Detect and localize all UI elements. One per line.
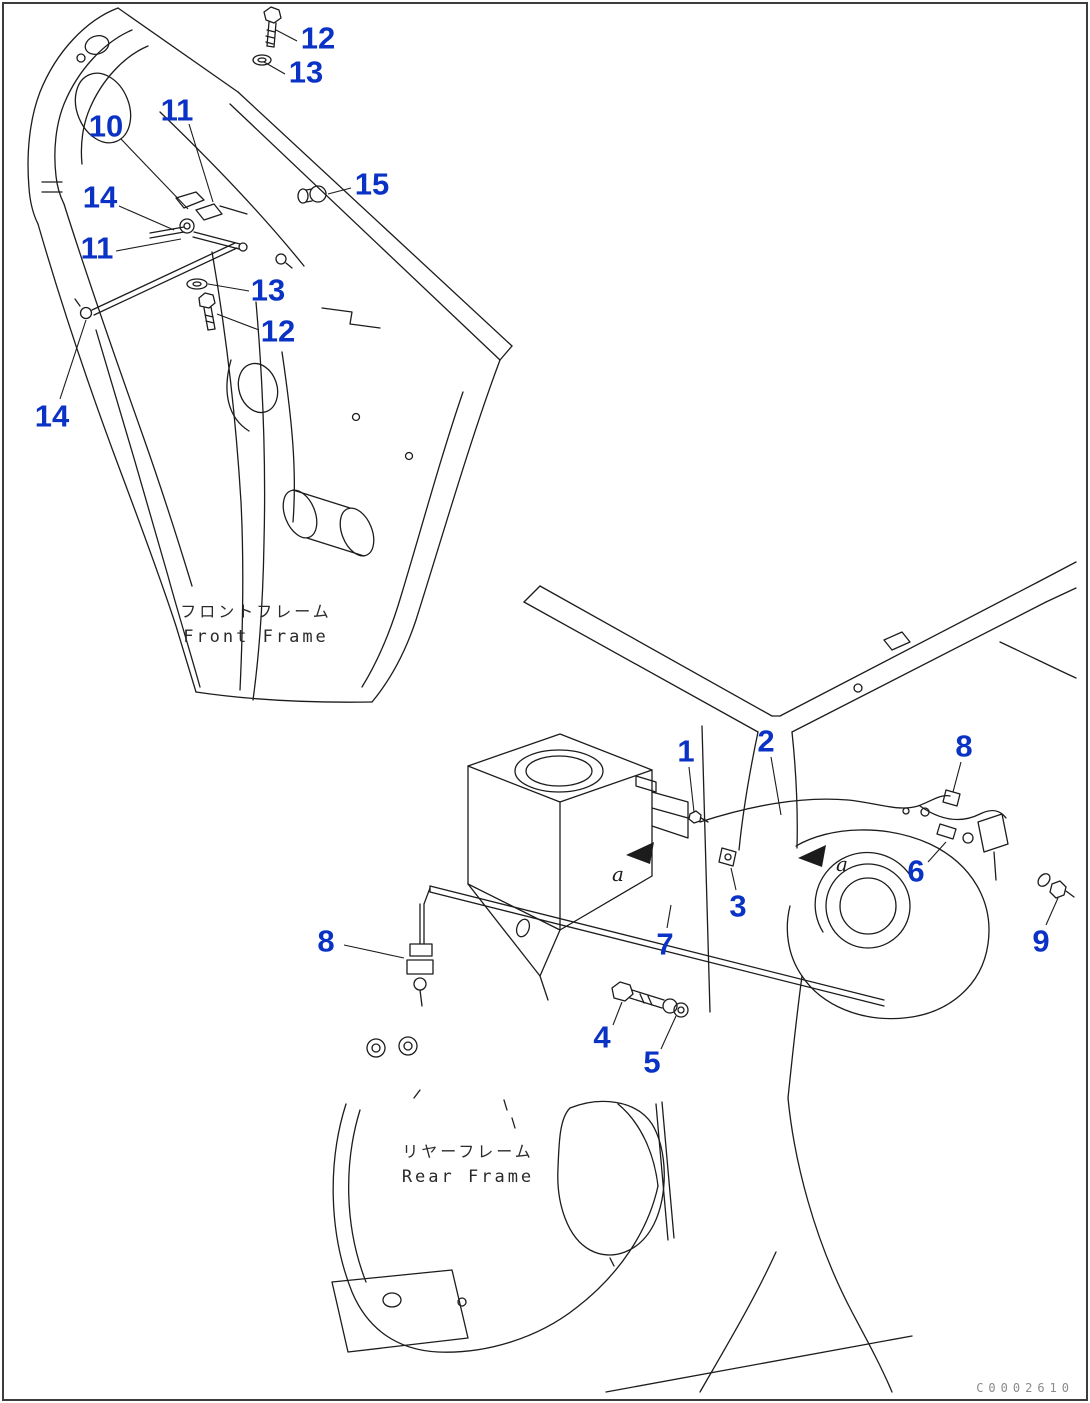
callout-12: 12 [300,20,336,56]
leader-line-14 [118,205,175,231]
callout-11: 11 [80,230,114,266]
rear-frame-drawing [331,561,1077,1393]
view-arrow-icon [798,845,826,867]
callout-7: 7 [656,926,674,962]
callout-14: 14 [82,179,118,215]
leader-line-2 [770,756,782,816]
view-arrow-icon [626,842,654,864]
leader-line-11 [188,123,214,203]
leader-lines [59,29,1059,1050]
callout-12: 12 [260,313,296,349]
rear-frame-label-jp: リヤーフレーム [402,1142,534,1161]
front-frame-label: フロントフレーム Front Frame [180,598,332,647]
leader-line-7 [666,904,672,929]
rear-frame-label-en: Rear Frame [401,1167,535,1187]
leader-line-12 [275,29,298,42]
leader-line-8 [952,761,962,793]
callout-11: 11 [160,92,194,128]
leader-line-10 [120,138,189,210]
leader-line-6 [927,841,947,863]
leader-line-4 [612,1001,623,1026]
callout-13: 13 [250,272,286,308]
callout-5: 5 [643,1044,661,1080]
callout-10: 10 [88,108,124,144]
callout-4: 4 [593,1019,611,1055]
leader-line-9 [1045,897,1059,926]
leader-line-12 [216,313,260,331]
leader-line-14 [59,319,87,400]
callout-8: 8 [317,923,335,959]
view-letter-a: a [836,852,848,876]
callout-3: 3 [729,888,747,924]
drawing-code: C0002610 [976,1381,1074,1395]
callout-13: 13 [288,54,324,90]
view-letter-a: a [612,862,624,886]
callout-1: 1 [677,733,695,769]
callout-14: 14 [34,398,70,434]
callout-6: 6 [907,853,925,889]
leader-line-5 [660,1015,677,1050]
front-frame-label-jp: フロントフレーム [180,602,332,621]
callout-2: 2 [757,723,775,759]
callout-8: 8 [955,728,973,764]
front-frame-label-en: Front Frame [183,627,329,647]
front-frame-drawing [27,6,513,703]
leader-line-13 [207,283,250,292]
rear-frame-label: リヤーフレーム Rear Frame [402,1138,534,1187]
leader-line-15 [327,187,352,195]
leader-line-8 [343,944,405,959]
leader-line-11 [115,238,182,252]
leader-line-13 [263,61,286,75]
leader-line-3 [730,867,737,891]
callout-9: 9 [1032,923,1050,959]
leader-line-1 [688,766,695,813]
callout-15: 15 [354,166,390,202]
